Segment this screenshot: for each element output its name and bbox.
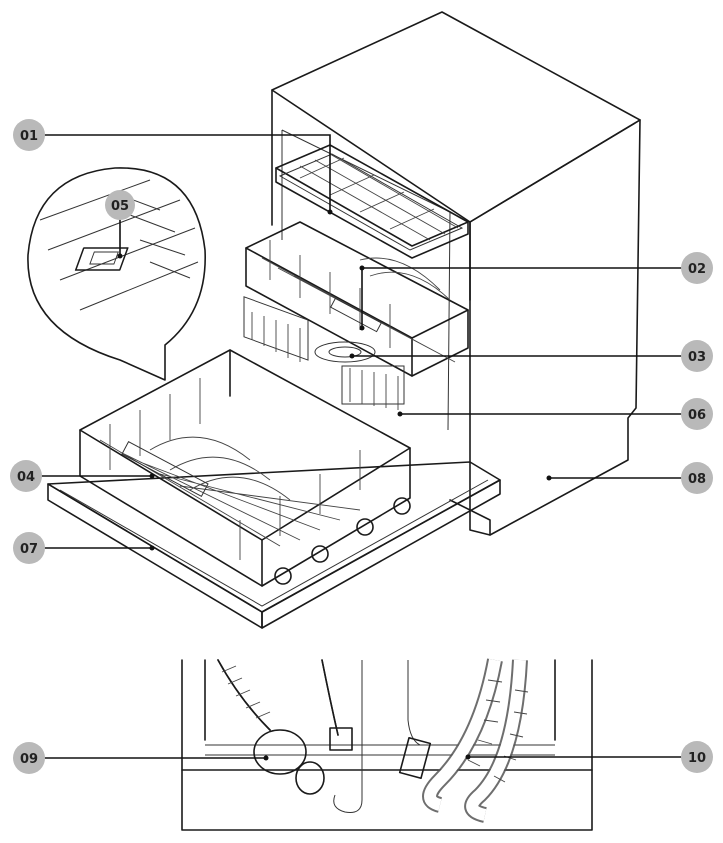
callout-05-label: 05 [111,199,129,214]
callout-02-label: 02 [688,262,706,277]
callout-01-label: 01 [20,129,38,144]
callout-06: 06 [681,398,713,430]
callout-06-label: 06 [688,408,706,423]
upper-rack [245,221,469,377]
callout-07-label: 07 [20,542,38,557]
callout-10: 10 [681,741,713,773]
callout-05: 05 [105,190,135,220]
callout-02: 02 [681,252,713,284]
callout-08: 08 [681,462,713,494]
callout-03-label: 03 [688,350,706,365]
callout-10-label: 10 [688,751,706,766]
callout-07: 07 [13,532,45,564]
callout-04: 04 [10,460,42,492]
callout-04-label: 04 [17,470,35,485]
dishwasher-door [47,461,501,629]
callout-03: 03 [681,340,713,372]
dishwasher-cabinet [271,11,641,536]
rear-connections [181,658,593,831]
upper-spray-arm [314,341,376,363]
callout-08-label: 08 [688,472,706,487]
lower-rack [79,349,411,587]
callout-leaders [40,134,683,761]
callout-01: 01 [13,119,45,151]
cutlery-tray [275,144,469,259]
callout-09: 09 [13,742,45,774]
rack-side-clips [243,296,405,410]
callout-09-label: 09 [20,752,38,767]
detail-magnifier [27,167,206,381]
